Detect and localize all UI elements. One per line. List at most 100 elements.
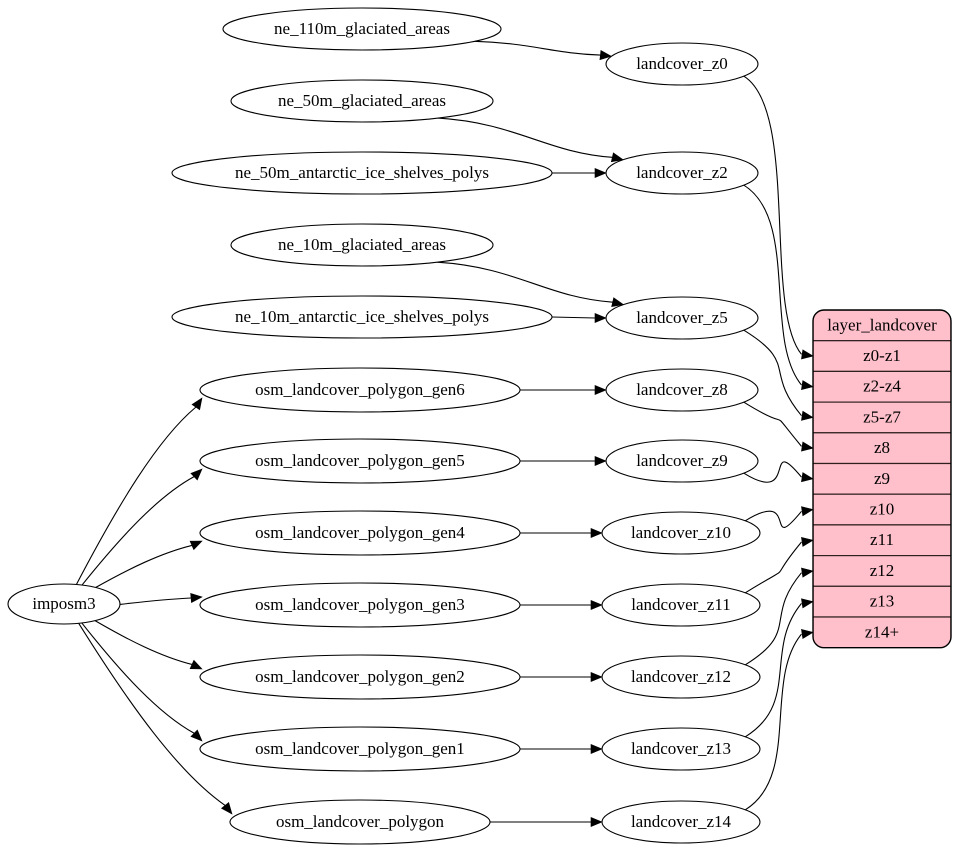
table-row-cell[interactable] — [813, 370, 951, 403]
edge-imposm3-to-osm_landcover_polygon_gen5 — [81, 476, 195, 586]
edge-landcover_z0-to-row-z0-z1 — [743, 75, 802, 355]
node-label: landcover_z9 — [636, 451, 728, 470]
edge-ne_50m_glaciated_areas-to-landcover_z2 — [437, 117, 613, 158]
node-landcover_z9[interactable]: landcover_z9 — [605, 439, 759, 483]
node-osm_landcover_polygon_gen1[interactable]: osm_landcover_polygon_gen1 — [199, 726, 521, 772]
edge-arrowhead — [190, 729, 203, 742]
table-row-cell[interactable] — [813, 524, 951, 557]
node-shape — [199, 654, 521, 700]
edge-landcover_z9-to-row-z9 — [743, 461, 802, 483]
node-shape — [7, 583, 121, 625]
edge-arrowhead — [190, 468, 203, 481]
table-row-cell[interactable] — [813, 585, 951, 618]
table-row-label[interactable]: z12 — [870, 561, 895, 580]
node-landcover_z11[interactable]: landcover_z11 — [601, 583, 761, 627]
table-header-label: layer_landcover — [827, 315, 937, 334]
table-row-label[interactable]: z9 — [874, 469, 890, 488]
node-shape — [601, 800, 761, 844]
edge-arrowhead — [220, 802, 233, 815]
node-landcover_z10[interactable]: landcover_z10 — [601, 511, 761, 555]
table-row-label[interactable]: z0-z1 — [863, 346, 901, 365]
table-row-label[interactable]: z2-z4 — [863, 377, 901, 396]
edge-arrowhead — [801, 567, 814, 578]
edge-imposm3-to-osm_landcover_polygon_gen1 — [81, 622, 195, 734]
table-row-label[interactable]: z10 — [870, 499, 895, 518]
node-landcover_z8[interactable]: landcover_z8 — [605, 368, 759, 412]
node-label: ne_10m_antarctic_ice_shelves_polys — [235, 307, 489, 326]
node-shape — [230, 223, 494, 267]
edge-arrowhead — [801, 349, 814, 360]
edge-arrowhead — [594, 455, 607, 467]
table-row-label[interactable]: z13 — [870, 592, 895, 611]
node-label: landcover_z5 — [636, 308, 728, 327]
edge-arrowhead — [590, 816, 603, 828]
node-osm_landcover_polygon_gen4[interactable]: osm_landcover_polygon_gen4 — [199, 510, 521, 556]
node-landcover_z5[interactable]: landcover_z5 — [605, 296, 759, 340]
edge-arrowhead — [189, 659, 203, 670]
table-outline — [812, 309, 952, 649]
node-ne_50m_antarctic_ice_shelves_polys[interactable]: ne_50m_antarctic_ice_shelves_polys — [171, 151, 553, 195]
node-imposm3[interactable]: imposm3 — [7, 583, 121, 625]
table-row-label[interactable]: z5-z7 — [863, 407, 901, 426]
node-label: osm_landcover_polygon_gen6 — [255, 380, 465, 399]
edge-arrowhead — [801, 410, 814, 421]
node-landcover_z14[interactable]: landcover_z14 — [601, 800, 761, 844]
table-row-label[interactable]: z14+ — [865, 622, 899, 641]
edge-arrowhead — [594, 384, 607, 396]
node-shape — [199, 438, 521, 484]
node-ne_10m_antarctic_ice_shelves_polys[interactable]: ne_10m_antarctic_ice_shelves_polys — [171, 295, 553, 339]
edge-arrowhead — [590, 599, 603, 611]
node-shape — [605, 368, 759, 412]
node-label: osm_landcover_polygon_gen5 — [255, 451, 465, 470]
edge-imposm3-to-osm_landcover_polygon_gen4 — [95, 544, 193, 588]
node-shape — [222, 7, 502, 51]
node-landcover_z0[interactable]: landcover_z0 — [605, 42, 759, 86]
node-label: landcover_z14 — [631, 812, 732, 831]
node-osm_landcover_polygon_gen3[interactable]: osm_landcover_polygon_gen3 — [199, 582, 521, 628]
node-landcover_z13[interactable]: landcover_z13 — [601, 727, 761, 771]
node-label: osm_landcover_polygon_gen3 — [255, 595, 465, 614]
edge-arrowhead — [190, 592, 203, 604]
node-osm_landcover_polygon_gen5[interactable]: osm_landcover_polygon_gen5 — [199, 438, 521, 484]
edge-arrowhead — [610, 152, 624, 163]
edge-imposm3-to-osm_landcover_polygon_gen2 — [94, 620, 193, 666]
node-landcover_z2[interactable]: landcover_z2 — [605, 151, 759, 195]
table-row-cell[interactable] — [813, 493, 951, 526]
layer-landcover-table[interactable]: layer_landcover z0-z1 z2-z4 z5-z7 z8 z9 z10 z11… — [812, 309, 952, 649]
node-shape — [199, 510, 521, 556]
node-shape — [605, 439, 759, 483]
table-row-cell[interactable] — [813, 462, 951, 495]
node-ne_10m_glaciated_areas[interactable]: ne_10m_glaciated_areas — [230, 223, 494, 267]
node-shape — [601, 583, 761, 627]
edge-ne_10m_glaciated_areas-to-landcover_z5 — [437, 261, 613, 303]
node-shape — [601, 511, 761, 555]
node-label: landcover_z2 — [636, 163, 728, 182]
edge-arrowhead — [801, 598, 814, 609]
node-shape — [199, 726, 521, 772]
table-row-label[interactable]: z8 — [874, 438, 890, 457]
node-label: osm_landcover_polygon_gen1 — [255, 739, 465, 758]
node-osm_landcover_polygon_gen2[interactable]: osm_landcover_polygon_gen2 — [199, 654, 521, 700]
edges-layer — [75, 40, 814, 828]
table-row-cell[interactable] — [813, 616, 951, 648]
edge-arrowhead — [801, 441, 814, 452]
node-shape — [171, 295, 553, 339]
node-label: osm_landcover_polygon — [276, 812, 445, 831]
node-shape — [229, 799, 491, 845]
node-landcover_z12[interactable]: landcover_z12 — [601, 655, 761, 699]
node-osm_landcover_polygon[interactable]: osm_landcover_polygon — [229, 799, 491, 845]
edge-arrowhead — [191, 397, 203, 411]
edge-arrowhead — [599, 50, 613, 61]
node-ne_110m_glaciated_areas[interactable]: ne_110m_glaciated_areas — [222, 7, 502, 51]
node-shape — [171, 151, 553, 195]
node-osm_landcover_polygon_gen6[interactable]: osm_landcover_polygon_gen6 — [199, 367, 521, 413]
edge-ne_110m_glaciated_areas-to-landcover_z0 — [474, 40, 601, 56]
table-row-label[interactable]: z11 — [870, 530, 894, 549]
edge-landcover_z12-to-row-z12 — [745, 572, 802, 666]
edge-arrowhead — [801, 472, 814, 483]
edge-landcover_z11-to-row-z11 — [745, 541, 802, 594]
edge-imposm3-to-osm_landcover_polygon_gen6 — [75, 406, 197, 585]
node-shape — [601, 655, 761, 699]
node-ne_50m_glaciated_areas[interactable]: ne_50m_glaciated_areas — [230, 79, 494, 123]
